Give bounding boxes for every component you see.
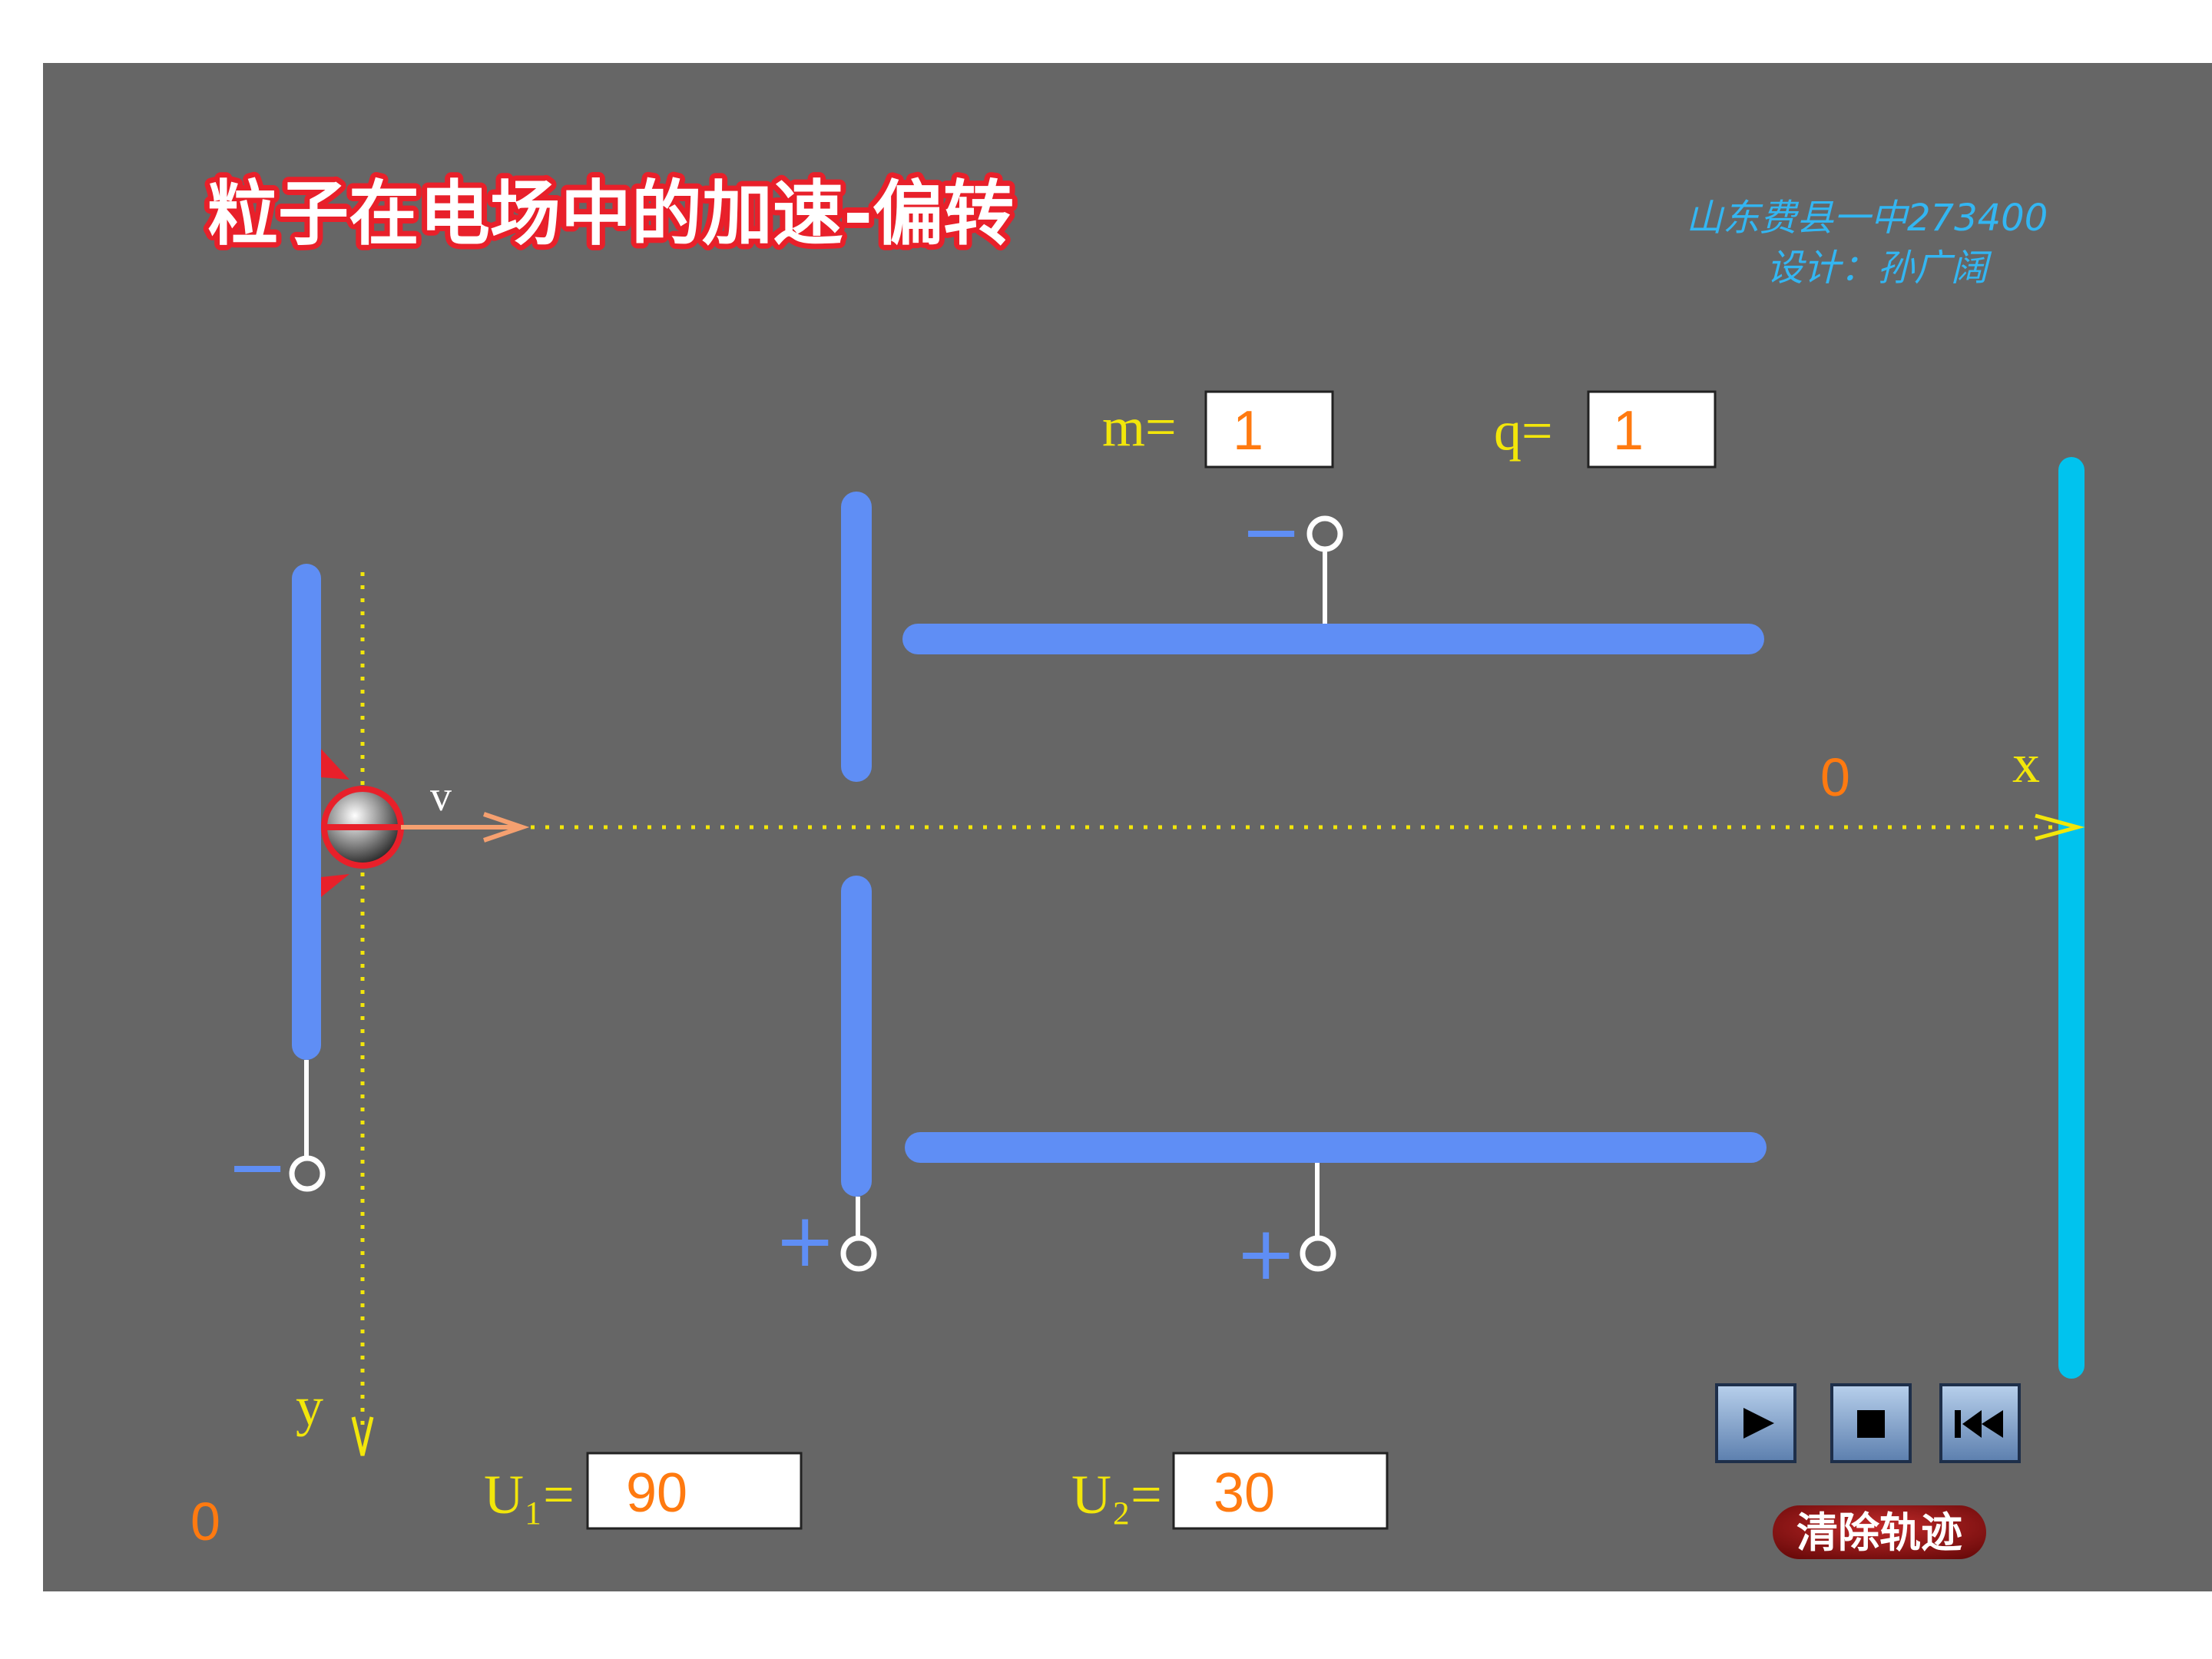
stop-icon	[1857, 1410, 1885, 1438]
u2-value: 30	[1214, 1462, 1275, 1524]
stop-button[interactable]	[1830, 1383, 1912, 1463]
lower-terminal-plus-sign: +	[1235, 1210, 1296, 1296]
charged-particle	[321, 749, 404, 897]
x-axis-arrow	[2035, 813, 2085, 841]
mass-value: 1	[1233, 400, 1263, 462]
lower-deflecting-plate	[905, 1132, 1767, 1163]
school-credit: 山东费县一中273400	[1686, 197, 2048, 240]
mass-field[interactable]: 1	[1204, 390, 1334, 469]
u1-field[interactable]: 90	[586, 1452, 803, 1530]
y-origin-label: 0	[190, 1492, 220, 1551]
left-accelerating-plate	[292, 564, 321, 1060]
x-origin-label: 0	[1820, 747, 1850, 807]
clear-trajectory-button[interactable]: 清除轨迹	[1773, 1505, 1986, 1559]
y-axis-label: y	[296, 1376, 323, 1437]
play-button[interactable]	[1715, 1383, 1796, 1463]
u2-field[interactable]: 30	[1172, 1452, 1389, 1530]
y-axis-arrow	[351, 1416, 374, 1456]
left-terminal-minus-sign: −	[227, 1124, 288, 1210]
velocity-arrow	[401, 812, 530, 843]
charge-label: q=	[1494, 400, 1553, 462]
middle-plate-upper	[841, 492, 872, 782]
u1-value: 90	[626, 1462, 687, 1524]
u2-label: U₂=	[1071, 1464, 1162, 1525]
velocity-label: v	[430, 773, 452, 820]
left-terminal	[289, 1155, 326, 1192]
clear-trajectory-label: 清除轨迹	[1796, 1508, 1962, 1557]
lower-terminal	[1300, 1235, 1336, 1272]
upper-deflecting-plate	[902, 624, 1764, 654]
mass-label: m=	[1102, 396, 1177, 458]
middle-terminal-plus-sign: +	[774, 1197, 836, 1283]
rewind-icon	[1955, 1410, 2003, 1438]
middle-terminal	[840, 1235, 877, 1272]
u1-label: U₁=	[484, 1464, 575, 1525]
x-axis-label: x	[2012, 733, 2040, 794]
middle-plate-lower	[841, 876, 872, 1197]
upper-terminal	[1306, 515, 1343, 552]
play-icon	[1743, 1408, 1774, 1439]
upper-terminal-minus-sign: −	[1240, 488, 1302, 575]
designer-credit: 设计：孙广阔	[1767, 247, 1992, 290]
page-title: 粒子在电场中的加速-偏转	[207, 173, 1014, 255]
fluorescent-screen	[2058, 457, 2085, 1379]
charge-value: 1	[1613, 400, 1644, 462]
charge-field[interactable]: 1	[1587, 390, 1717, 469]
rewind-button[interactable]	[1939, 1383, 2021, 1463]
